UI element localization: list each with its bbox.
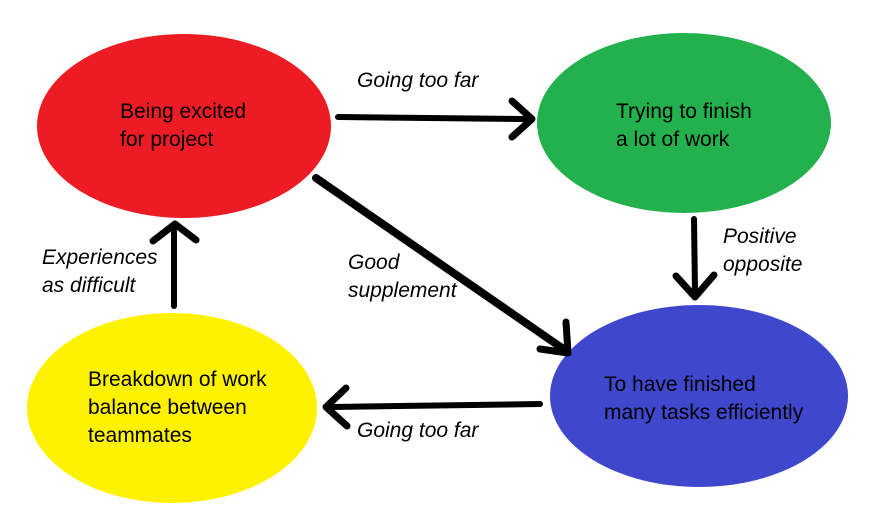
edge-label-experiences-as-difficult: Experiences as difficult [42, 244, 158, 300]
node-label-line: teammates [88, 424, 192, 447]
edge-label-line: as difficult [42, 274, 136, 297]
node-label-line: Breakdown of work [88, 368, 267, 391]
edge-label-line: Good [348, 251, 400, 274]
edge-label-going-too-far-bottom: Going too far [357, 417, 478, 445]
arrow-trying-to-finished [672, 216, 718, 301]
arrow-head [536, 318, 572, 357]
arrow-shaft [691, 216, 698, 295]
node-breakdown-ellipse [27, 313, 317, 503]
node-label-line: a lot of work [616, 128, 730, 151]
edge-label-line: opposite [723, 253, 803, 276]
node-label-line: for project [120, 128, 214, 151]
node-label-line: To have finished [604, 373, 756, 396]
arrow-finished-to-breakdown [322, 384, 543, 430]
arrow-head [672, 271, 718, 301]
edge-label-line: Going too far [357, 69, 479, 92]
arrow-head [322, 384, 351, 430]
node-finished-tasks-label: To have finished many tasks efficiently [604, 371, 803, 427]
edge-label-line: Experiences [42, 246, 158, 269]
node-being-excited-ellipse [37, 34, 331, 218]
edge-label-positive-opposite: Positive opposite [723, 223, 802, 279]
edge-label-line: supplement [348, 279, 457, 302]
arrow-excited-to-finished [312, 174, 572, 357]
edge-label-line: Positive [723, 225, 797, 248]
arrow-shaft [312, 174, 566, 352]
edge-label-good-supplement: Good supplement [348, 249, 457, 305]
arrow-shaft [329, 401, 543, 410]
node-label-line: balance between [88, 396, 247, 419]
arrow-head [508, 97, 536, 141]
node-label-line: Trying to finish [616, 100, 752, 123]
node-trying-to-finish-ellipse [537, 33, 831, 213]
arrow-excited-to-trying [335, 97, 536, 141]
node-breakdown-label: Breakdown of work balance between teamma… [88, 366, 267, 450]
edge-label-going-too-far-top: Going too far [357, 67, 478, 95]
arrow-breakdown-to-excited [149, 220, 200, 309]
node-trying-to-finish-label: Trying to finish a lot of work [616, 98, 752, 154]
node-label-line: many tasks efficiently [604, 401, 804, 424]
node-being-excited-label: Being excited for project [120, 98, 246, 154]
node-label-line: Being excited [120, 100, 247, 123]
node-finished-tasks-ellipse [550, 305, 848, 487]
arrow-head [149, 220, 200, 245]
edge-label-line: Going too far [357, 419, 479, 442]
arrow-shaft [335, 114, 527, 122]
